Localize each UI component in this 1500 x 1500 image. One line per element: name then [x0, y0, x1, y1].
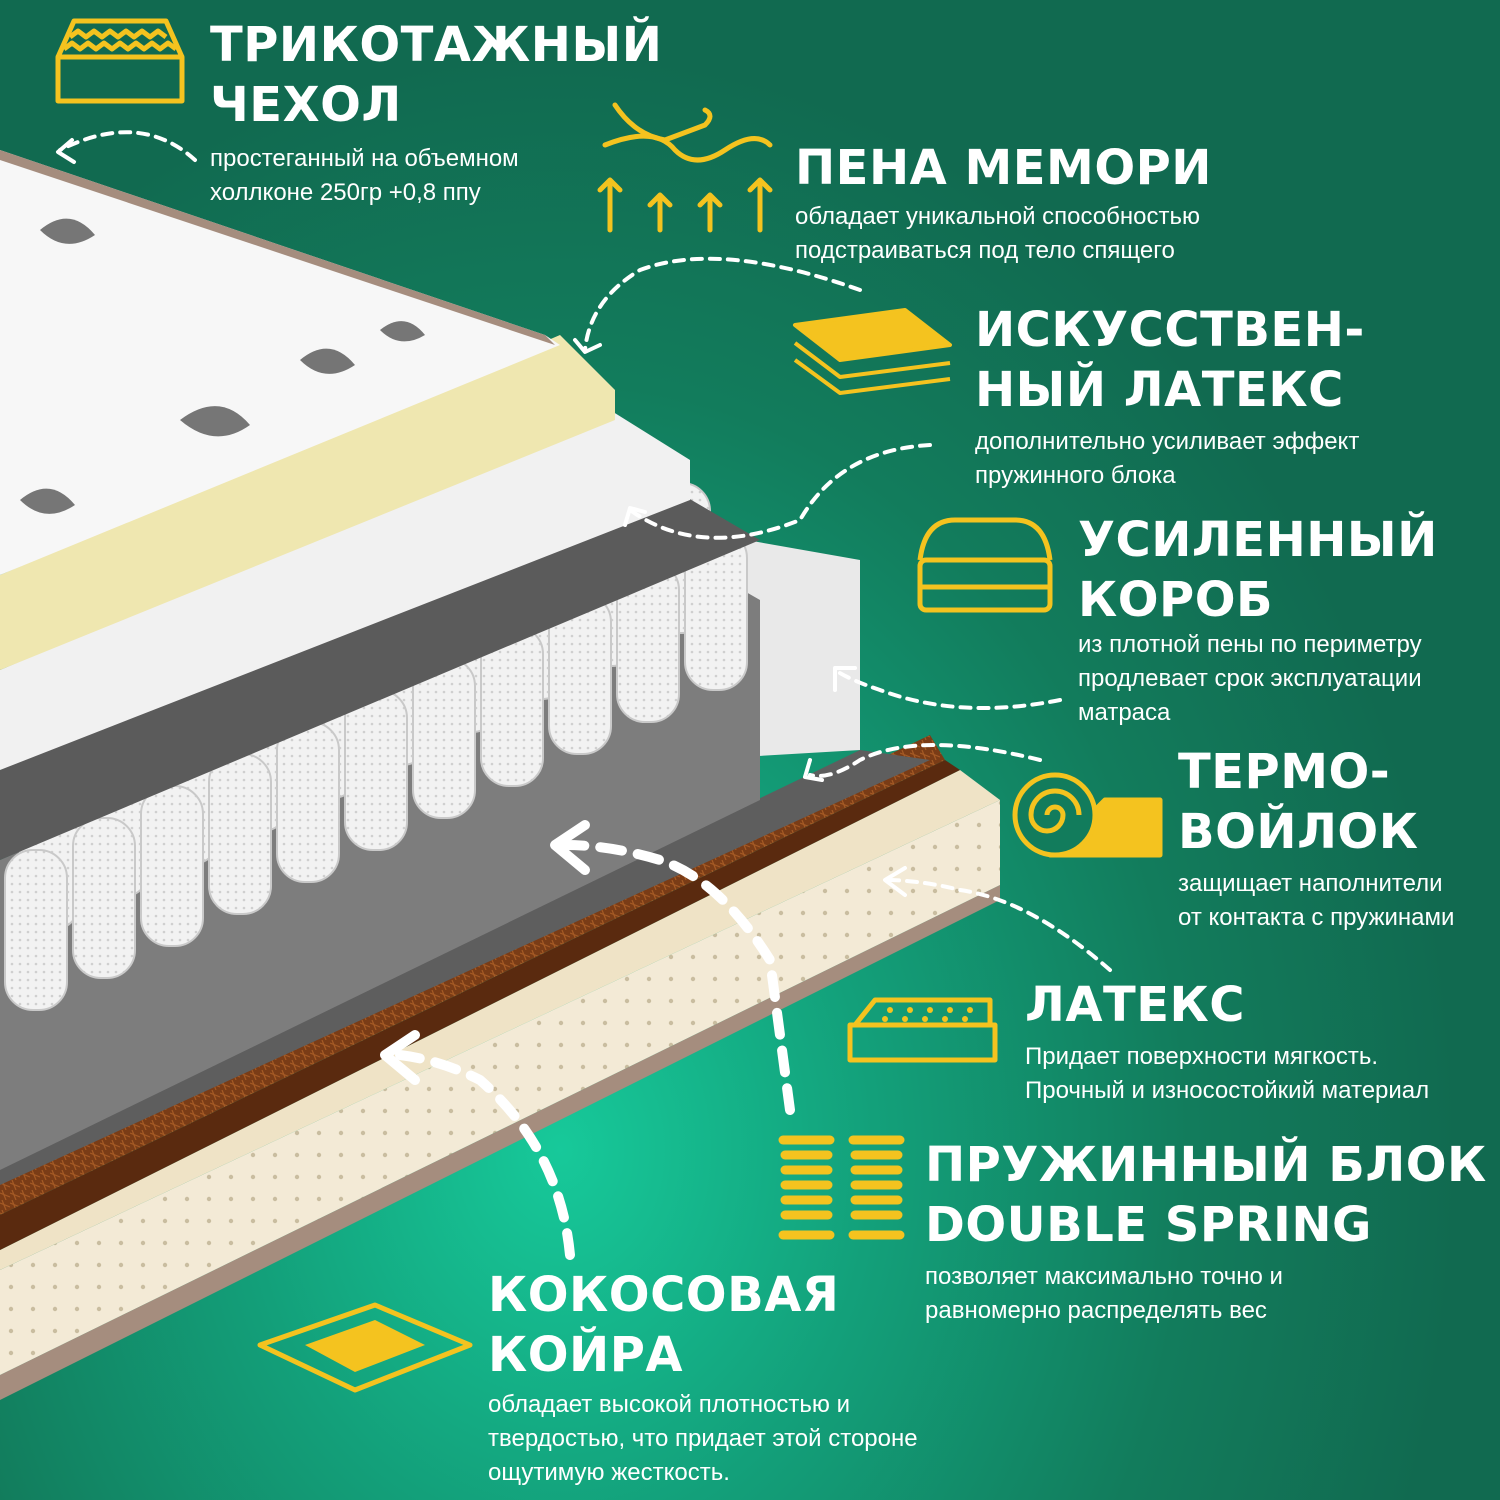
latex-title: ЛАТЕКС — [1025, 977, 1246, 1033]
memory-foam-icon — [597, 102, 773, 233]
roll-icon — [1012, 772, 1163, 858]
felt-desc: защищает наполнители от контакта с пружи… — [1178, 870, 1455, 931]
spring-pocket — [208, 753, 272, 915]
memory-foam-layer — [0, 335, 615, 670]
memory-title: ПЕНА МЕМОРИ — [795, 140, 1212, 196]
springs-icon — [778, 1135, 905, 1240]
coir-title: КОКОСОВАЯ КОЙРА — [488, 1267, 840, 1383]
box-title: УСИЛЕННЫЙ КОРОБ — [1078, 512, 1438, 628]
mattress-box-icon — [917, 517, 1053, 613]
latex-layer — [0, 800, 1000, 1375]
spring-pocket — [140, 785, 204, 947]
felt-top-layer — [0, 470, 760, 860]
white-foam-layer — [0, 410, 690, 770]
layers-icon — [793, 308, 952, 395]
quilted-cover-icon — [55, 18, 185, 104]
springs-desc: позволяет максимально точно и равномерно… — [925, 1263, 1283, 1324]
latex-artificial-desc: дополнительно усиливает эффект пружинног… — [975, 428, 1360, 489]
latex-desc: Придает поверхности мягкость. Прочный и … — [1025, 1043, 1430, 1104]
latex-mattress-icon — [847, 997, 998, 1063]
coir-icon — [257, 1302, 473, 1393]
memory-desc: обладает уникальной способностью подстра… — [795, 203, 1200, 264]
cover-desc: простеганный на объемном холлконе 250гр … — [210, 145, 519, 206]
latex-artificial-title: ИСКУССТВЕН- НЫЙ ЛАТЕКС — [975, 302, 1365, 418]
felt-title: ТЕРМО- ВОЙЛОК — [1178, 744, 1419, 860]
coir-desc: обладает высокой плотностью и твердостью… — [488, 1391, 918, 1486]
coir-layer — [0, 760, 960, 1250]
box-desc: из плотной пены по периметру продлевает … — [1078, 631, 1422, 726]
springs-title: ПРУЖИННЫЙ БЛОК DOUBLE SPRING — [925, 1137, 1487, 1253]
spring-pocket — [4, 849, 68, 1011]
bottom-cover-layer — [0, 885, 1000, 1400]
cover-title: ТРИКОТАЖНЫЙ ЧЕХОЛ — [210, 17, 663, 133]
spring-pocket — [344, 689, 408, 851]
spring-pocket — [72, 817, 136, 979]
felt-bottom-layer — [0, 750, 930, 1185]
quilted-cover-layer — [0, 150, 560, 575]
spring-pocket — [276, 721, 340, 883]
